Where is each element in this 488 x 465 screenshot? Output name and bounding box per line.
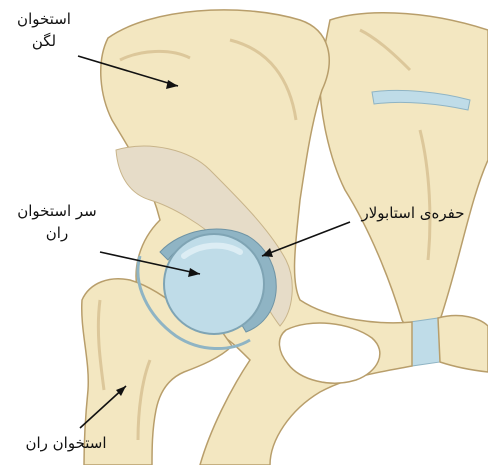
sacrum	[320, 13, 488, 335]
label-femur: استخوان ران	[6, 432, 126, 454]
pubic-symphysis	[410, 318, 440, 366]
label-femoral-head-line2: ران	[2, 222, 112, 244]
femoral-head	[164, 234, 264, 334]
label-pelvis-line1: استخوان	[4, 8, 84, 30]
label-femoral-head: سر استخوان ران	[2, 200, 112, 244]
label-femoral-head-line1: سر استخوان	[2, 200, 112, 222]
pubis-right	[438, 316, 488, 372]
label-pelvis: استخوان لگن	[4, 8, 84, 52]
label-acetabulum: حفره‌ی استابولار	[340, 202, 486, 224]
label-pelvis-line2: لگن	[4, 30, 84, 52]
